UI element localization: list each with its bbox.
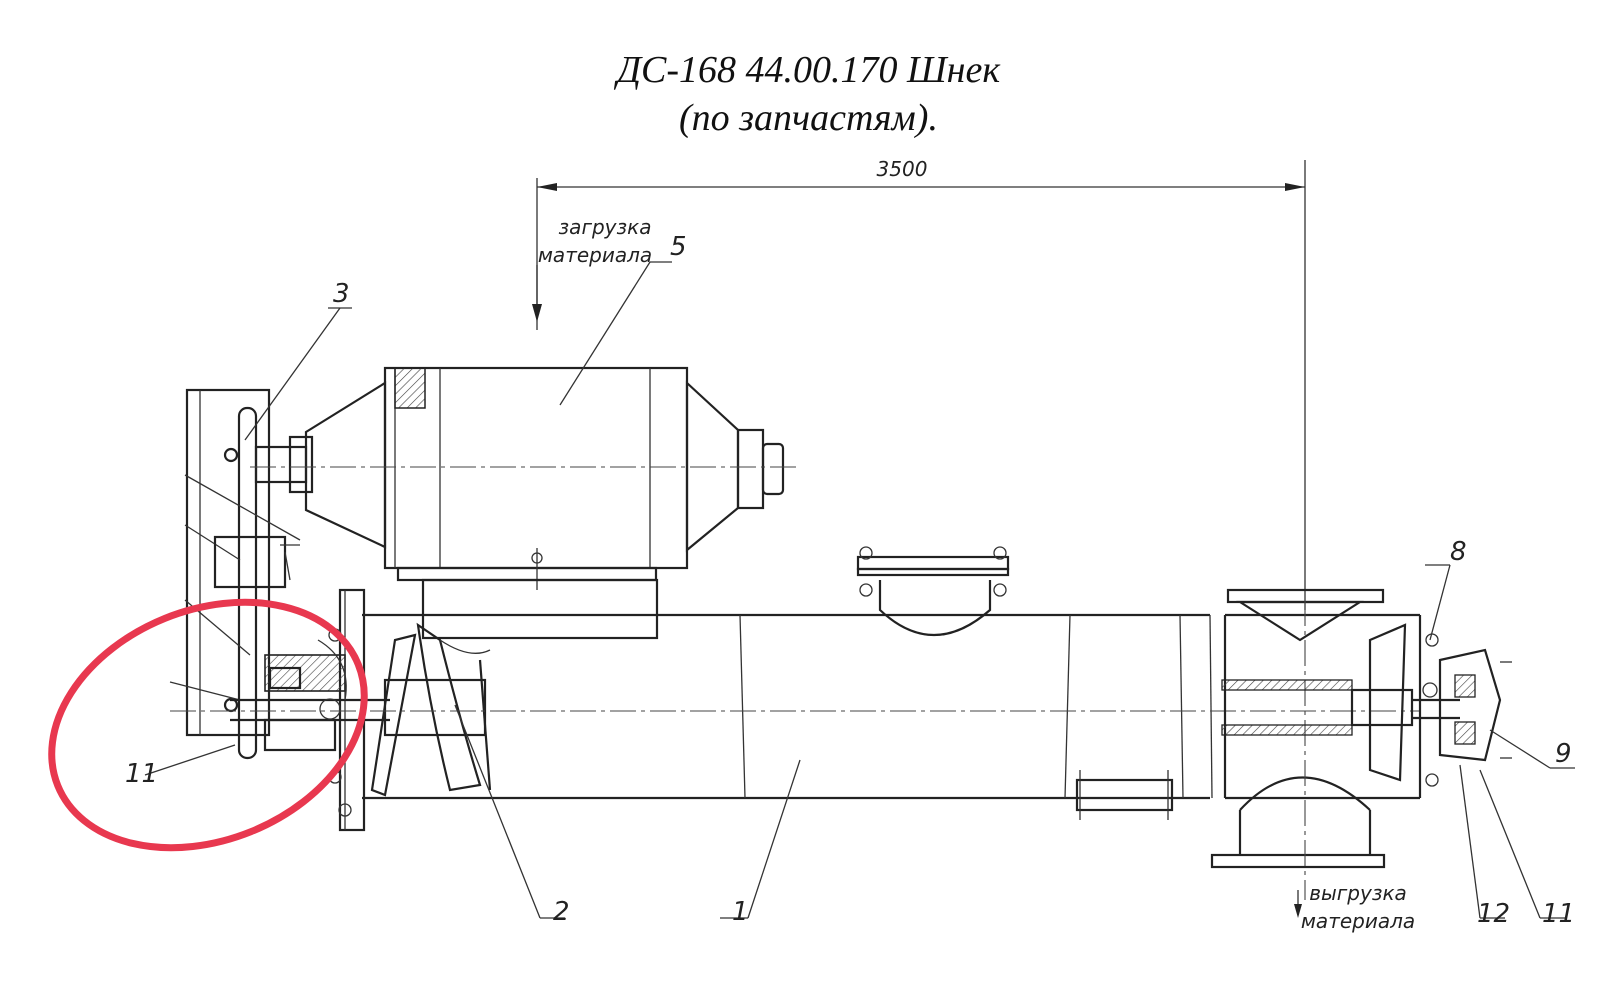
unloading-arrow: выгрузка материала: [1294, 881, 1415, 933]
loading-label-2: материала: [538, 243, 652, 267]
callout-11-left: 11: [125, 759, 158, 789]
unloading-label-1: выгрузка: [1309, 881, 1407, 905]
motor-coupling: [213, 435, 314, 589]
auger-housing: [362, 613, 1213, 820]
left-flange: [328, 588, 366, 832]
loading-hopper: [421, 578, 659, 640]
dimension-3500: 3500: [536, 157, 1306, 610]
callout-2: 2: [553, 897, 570, 927]
left-bearing: [230, 639, 390, 752]
callout-8: 8: [1450, 537, 1467, 567]
drawing-subtitle: (по запчастям).: [679, 97, 938, 139]
auger-flight: [170, 466, 1420, 797]
loading-label-1: загрузка: [559, 215, 652, 239]
inspection-hatch: [856, 546, 1010, 637]
discharge-chamber: [1210, 588, 1422, 900]
motor: [304, 366, 785, 590]
callout-5: 5: [670, 232, 687, 262]
loading-arrow: загрузка материала: [532, 215, 652, 322]
callout-1: 1: [732, 897, 749, 927]
drawing-title: ДС-168 44.00.170 Шнек: [616, 49, 1001, 91]
callout-9: 9: [1555, 739, 1572, 769]
callout-3: 3: [333, 279, 350, 309]
callout-11-right: 11: [1542, 899, 1575, 929]
belt-guard: [169, 388, 301, 760]
leader-lines: [144, 261, 1575, 919]
right-bearing: [1221, 623, 1512, 787]
callout-12: 12: [1477, 899, 1510, 929]
highlight-ellipse: [48, 598, 368, 852]
dimension-label: 3500: [877, 157, 928, 181]
callouts: 5 3 11 2 1 8 9 12 11: [125, 232, 1575, 929]
unloading-label-2: материала: [1301, 909, 1415, 933]
